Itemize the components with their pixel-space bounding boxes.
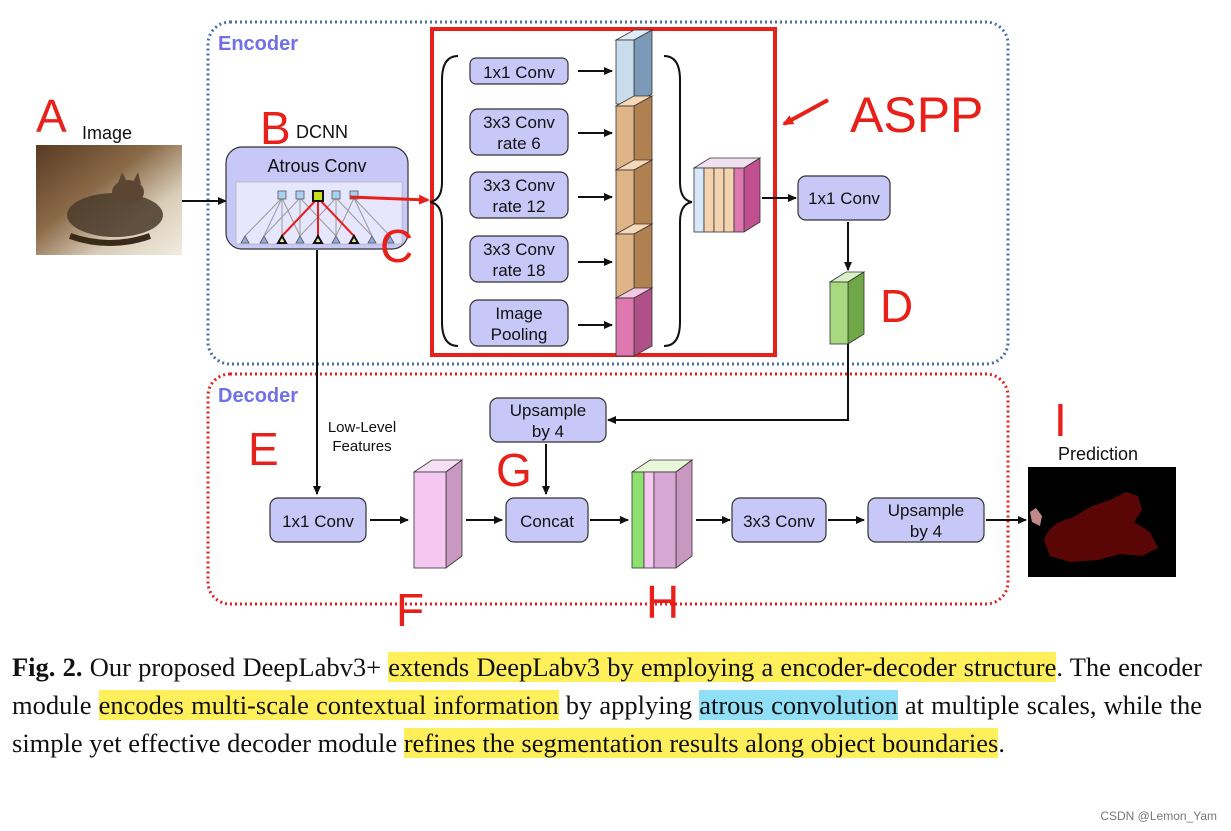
aspp-feature-rate18 xyxy=(614,223,654,299)
concat-box xyxy=(505,497,589,543)
aspp-branch-rate: rate 12 xyxy=(493,197,546,216)
aspp-label: ASPP xyxy=(850,87,983,143)
encoder-1x1-conv-box xyxy=(797,175,891,221)
aspp-branch-1: 1x1 Conv xyxy=(469,57,613,85)
aspp-branch-box xyxy=(469,57,569,85)
aspp-branch-4: 3x3 Conv rate 18 xyxy=(469,235,613,283)
arrow-dcnn-to-aspp xyxy=(349,194,430,205)
decoder-title: Decoder xyxy=(218,385,298,407)
decoder-3x3-conv-box xyxy=(731,497,827,543)
aspp-branch-rate: rate 18 xyxy=(493,261,546,280)
caption-text-1: Our proposed DeepLabv3+ xyxy=(82,652,389,682)
encoder-output-feature xyxy=(828,271,866,345)
marker-c: C xyxy=(380,220,413,272)
prediction-label: Prediction xyxy=(1058,444,1138,464)
caption-highlight-2: encodes multi-scale contextual informati… xyxy=(98,690,559,720)
aspp-pointer-arrow xyxy=(782,98,829,126)
aspp-feature-rate12 xyxy=(614,159,654,235)
atrous-conv-illustration xyxy=(235,181,403,245)
aspp-branch-rate: rate 6 xyxy=(497,134,540,153)
input-image-label: Image xyxy=(82,123,132,143)
deeplabv3plus-diagram: Encoder Decoder A Image B DCNN Atrous Co… xyxy=(36,20,1176,636)
aspp-feature-rate6 xyxy=(614,95,654,171)
encoder-1x1-conv-label: 1x1 Conv xyxy=(808,189,880,208)
concat-label: Concat xyxy=(520,512,574,531)
caption-text-3: by applying xyxy=(558,690,700,720)
atrous-conv-label: Atrous Conv xyxy=(267,156,366,176)
upsample-top-label-1: Upsample xyxy=(510,401,587,420)
aspp-feature-pooling xyxy=(614,287,654,357)
marker-b: B xyxy=(260,102,291,154)
decoder-1x1-conv-box xyxy=(269,497,367,543)
upsample-out-label-2: by 4 xyxy=(910,522,942,541)
aspp-branch-label-2: Pooling xyxy=(491,325,548,344)
caption-text-2: . The encoder module xyxy=(12,652,1202,720)
aspp-branch-label: 1x1 Conv xyxy=(483,63,555,82)
concat-feature-h xyxy=(630,459,694,569)
marker-i: I xyxy=(1054,394,1067,446)
aspp-right-brace xyxy=(663,55,693,347)
watermark: CSDN @Lemon_Yam xyxy=(1100,809,1217,823)
low-level-feature-f xyxy=(412,459,464,569)
caption-text-4: at multiple scales, while the simple yet… xyxy=(12,690,1202,758)
caption-highlight-4: refines the segmentation results along o… xyxy=(403,728,999,758)
aspp-branch-3: 3x3 Conv rate 12 xyxy=(469,171,613,219)
upsample-out-box xyxy=(867,497,985,543)
dcnn-label: DCNN xyxy=(296,122,348,142)
aspp-branch-box xyxy=(469,108,569,156)
figure-caption: Fig. 2. Our proposed DeepLabv3+ extends … xyxy=(12,648,1202,762)
upsample-top-label-2: by 4 xyxy=(532,422,564,441)
aspp-branch-5: Image Pooling xyxy=(469,299,613,347)
low-level-label-1: Low-Level xyxy=(328,419,396,436)
aspp-branch-label: 3x3 Conv xyxy=(483,240,555,259)
aspp-branch-label: 3x3 Conv xyxy=(483,113,555,132)
prediction-image xyxy=(1028,467,1176,577)
decoder-region xyxy=(206,372,1010,606)
upsample-top-box xyxy=(489,397,607,443)
marker-f: F xyxy=(396,584,424,636)
decoder-1x1-conv-label: 1x1 Conv xyxy=(282,512,354,531)
input-image xyxy=(36,145,182,255)
low-level-label-2: Features xyxy=(332,438,391,455)
aspp-branch-box xyxy=(469,235,569,283)
encoder-title: Encoder xyxy=(218,33,298,55)
marker-d: D xyxy=(880,280,913,332)
upsample-out-label-1: Upsample xyxy=(888,501,965,520)
caption-highlight-3: atrous convolution xyxy=(699,690,898,720)
marker-g: G xyxy=(496,444,532,496)
aspp-branch-label: Image xyxy=(495,304,542,323)
aspp-concat-stack xyxy=(692,157,762,233)
marker-e: E xyxy=(248,423,279,475)
caption-highlight-1: extends DeepLabv3 by employing a encoder… xyxy=(388,652,1057,682)
marker-h: H xyxy=(646,576,679,628)
caption-text-5: . xyxy=(998,728,1005,758)
aspp-branch-box xyxy=(469,299,569,347)
encoder-region xyxy=(206,20,1010,366)
aspp-highlight xyxy=(430,27,777,357)
caption-fig-label: Fig. 2. xyxy=(12,652,83,682)
aspp-branch-label: 3x3 Conv xyxy=(483,176,555,195)
aspp-branch-2: 3x3 Conv rate 6 xyxy=(469,108,613,156)
aspp-left-brace xyxy=(429,55,459,347)
marker-a: A xyxy=(36,90,67,142)
arrow-output-to-upsample xyxy=(607,344,849,424)
decoder-3x3-conv-label: 3x3 Conv xyxy=(743,512,815,531)
aspp-feature-1x1 xyxy=(614,29,654,105)
aspp-branch-box xyxy=(469,171,569,219)
